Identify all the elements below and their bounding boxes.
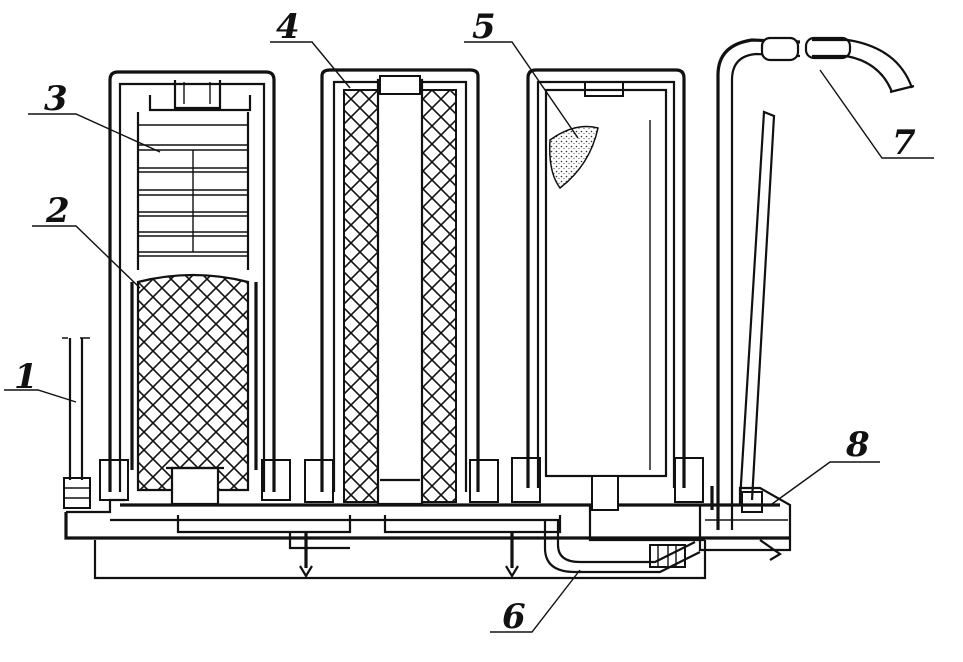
label-7: 7 [892, 123, 916, 163]
faucet-spout-7 [716, 36, 915, 530]
lever-rod [738, 110, 776, 501]
label-5: 5 [472, 7, 496, 47]
canister-3 [511, 68, 704, 511]
canister-1 [99, 70, 291, 501]
screw-left [299, 532, 313, 579]
inlet-pipe [62, 337, 91, 509]
label-3: 3 [44, 79, 68, 119]
label-6: 6 [502, 597, 526, 637]
label-1: 1 [14, 357, 38, 397]
leader-lines [4, 41, 934, 633]
mineral-pad-5 [548, 125, 599, 190]
label-2: 2 [45, 191, 70, 231]
plastic-grid-3 [136, 112, 250, 270]
outlet-tube-6 [543, 520, 701, 574]
base-housing [64, 498, 790, 580]
label-4: 4 [276, 7, 300, 47]
screw-right [505, 532, 519, 579]
valve-body-8 [698, 486, 792, 561]
filter-media-2 [130, 273, 258, 506]
carbon-block-4 [343, 75, 457, 506]
label-8: 8 [845, 425, 870, 465]
